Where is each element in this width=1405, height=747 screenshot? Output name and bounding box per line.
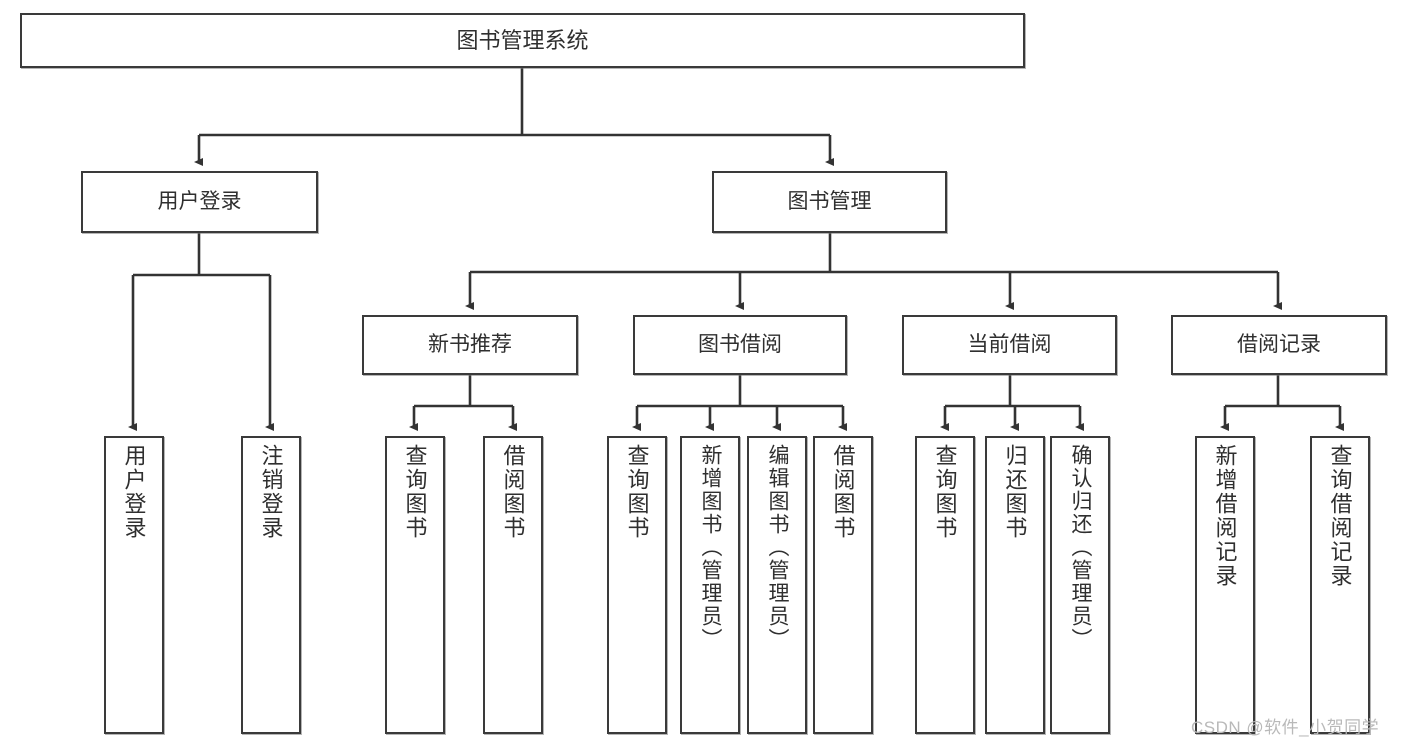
- node-label: 注销登录: [258, 444, 284, 540]
- node-current-borrow[interactable]: 当前借阅: [902, 315, 1117, 375]
- node-label: 查询图书: [624, 444, 650, 540]
- node-label: 图书管理: [787, 189, 872, 213]
- leaf-add-book-admin[interactable]: 新增图书（管理员）: [680, 436, 740, 734]
- node-label: 编辑图书（管理员）: [766, 444, 790, 651]
- node-label: 当前借阅: [967, 332, 1052, 356]
- leaf-query-borrow-record[interactable]: 查询借阅记录: [1310, 436, 1370, 734]
- node-label: 新增图书（管理员）: [699, 444, 723, 651]
- node-label: 确认归还（管理员）: [1069, 444, 1093, 651]
- leaf-query-book-current[interactable]: 查询图书: [915, 436, 975, 734]
- node-label: 新增借阅记录: [1212, 444, 1238, 588]
- leaf-logout[interactable]: 注销登录: [241, 436, 301, 734]
- node-label: 借阅图书: [830, 444, 856, 540]
- node-label: 查询图书: [402, 444, 428, 540]
- leaf-borrow-book-recommend[interactable]: 借阅图书: [483, 436, 543, 734]
- leaf-user-login[interactable]: 用户登录: [104, 436, 164, 734]
- node-new-book-recommend[interactable]: 新书推荐: [362, 315, 578, 375]
- node-label: 查询借阅记录: [1327, 444, 1353, 588]
- leaf-add-borrow-record[interactable]: 新增借阅记录: [1195, 436, 1255, 734]
- node-user-login[interactable]: 用户登录: [81, 171, 318, 233]
- node-root[interactable]: 图书管理系统: [20, 13, 1025, 68]
- node-label: 借阅图书: [500, 444, 526, 540]
- leaf-edit-book-admin[interactable]: 编辑图书（管理员）: [747, 436, 807, 734]
- leaf-query-book-borrow[interactable]: 查询图书: [607, 436, 667, 734]
- node-label: 新书推荐: [428, 332, 512, 356]
- node-label: 图书管理系统: [456, 27, 589, 53]
- node-book-borrow[interactable]: 图书借阅: [633, 315, 847, 375]
- node-label: 归还图书: [1002, 444, 1028, 540]
- leaf-return-book[interactable]: 归还图书: [985, 436, 1045, 734]
- node-label: 借阅记录: [1237, 332, 1321, 356]
- watermark: CSDN @软件_小贺同学: [1191, 718, 1380, 737]
- leaf-confirm-return-admin[interactable]: 确认归还（管理员）: [1050, 436, 1110, 734]
- node-label: 查询图书: [932, 444, 958, 540]
- leaf-query-book-recommend[interactable]: 查询图书: [385, 436, 445, 734]
- node-label: 用户登录: [121, 444, 147, 540]
- leaf-borrow-book[interactable]: 借阅图书: [813, 436, 873, 734]
- node-label: 用户登录: [157, 189, 242, 213]
- node-book-management[interactable]: 图书管理: [712, 171, 947, 233]
- node-borrow-record[interactable]: 借阅记录: [1171, 315, 1387, 375]
- node-label: 图书借阅: [698, 332, 782, 356]
